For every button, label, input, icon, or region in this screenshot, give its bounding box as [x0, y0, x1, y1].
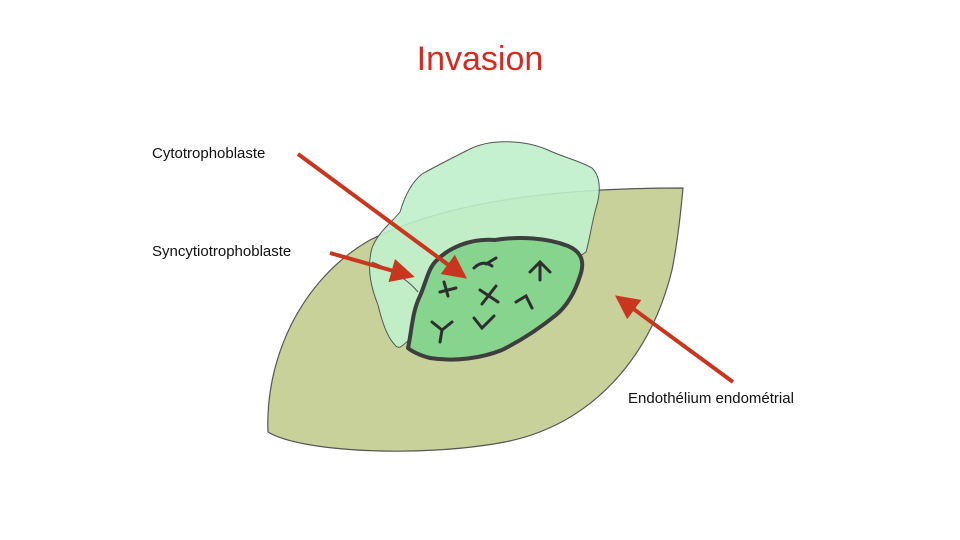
- cell-mark: [430, 320, 454, 344]
- cell-marks: [430, 256, 552, 344]
- label-cytotrophoblaste: Cytotrophoblaste: [152, 145, 266, 162]
- slide-title: Invasion: [416, 40, 544, 78]
- arrow-cytotrophoblaste: [296, 152, 468, 279]
- label-syncytiotrophoblaste: Syncytiotrophoblaste: [152, 243, 292, 260]
- label-endothelium: Endothélium endométrial: [628, 390, 794, 407]
- arrow-syncytiotrophoblaste: [329, 251, 415, 283]
- cell-mark: [528, 259, 552, 282]
- cell-mark: [472, 314, 496, 331]
- cell-mark: [438, 280, 458, 298]
- cell-mark: [478, 284, 500, 306]
- arrow-endothelium: [614, 295, 735, 384]
- cell-mark: [472, 256, 498, 270]
- cell-mark: [514, 293, 534, 310]
